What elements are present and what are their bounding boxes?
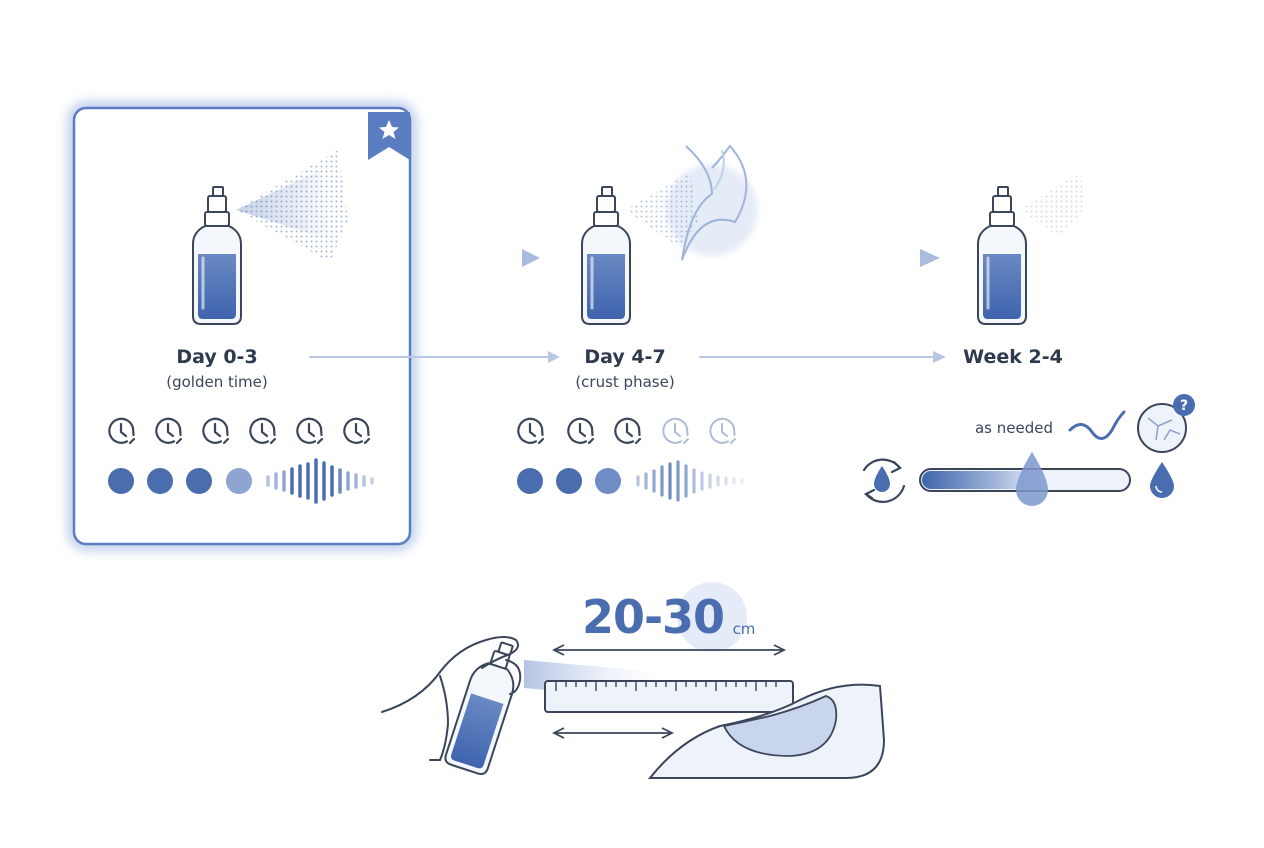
clock-icon [614,417,642,445]
stage1-title: Day 0-3 [176,346,258,368]
sound-wave-icon [636,460,744,502]
clock-icon [567,417,595,445]
squiggle-icon [1068,410,1126,440]
clock-icon [517,417,545,445]
lower-arrow-1 [309,351,560,363]
stage1-spray-bottle-icon [191,150,348,326]
upper-arrow-1 [360,249,540,267]
clock-faint-icon [709,417,736,444]
svg-text:?: ? [1180,398,1188,414]
stage2-title: Day 4-7 [584,346,666,368]
stage1-intensity-row [108,458,374,504]
hand-with-spray-bottle-icon [381,636,522,775]
stage3-spray-bottle-icon [976,172,1086,326]
stage2-clock-row [517,417,736,445]
stage2-spray-bottle-icon [580,144,758,326]
upper-arrow-2 [758,249,940,267]
ruler [544,680,794,713]
wound-skin-area [647,683,886,779]
sound-wave-icon [266,458,374,504]
stage2-subtitle: (crust phase) [575,373,675,391]
star-icon [368,112,410,160]
stage3-title: Week 2-4 [963,346,1063,368]
stage3-note: as needed [974,419,1053,437]
refresh-drop-icon [862,458,906,503]
water-drop-icon [1150,462,1174,498]
clock-faint-icon [662,417,689,444]
distance-arrow-bottom [551,727,675,739]
moisture-bar [919,452,1131,506]
dry-skin-help-icon: ? [1137,394,1195,453]
distance-arrow-top [551,644,787,656]
stage1-subtitle: (golden time) [166,373,268,391]
stage2-intensity-row [517,460,744,502]
lower-arrow-2 [699,351,946,363]
distance-illustration [381,582,886,779]
distance-unit: cm [732,620,756,638]
distance-value: 20-30 [581,590,725,644]
